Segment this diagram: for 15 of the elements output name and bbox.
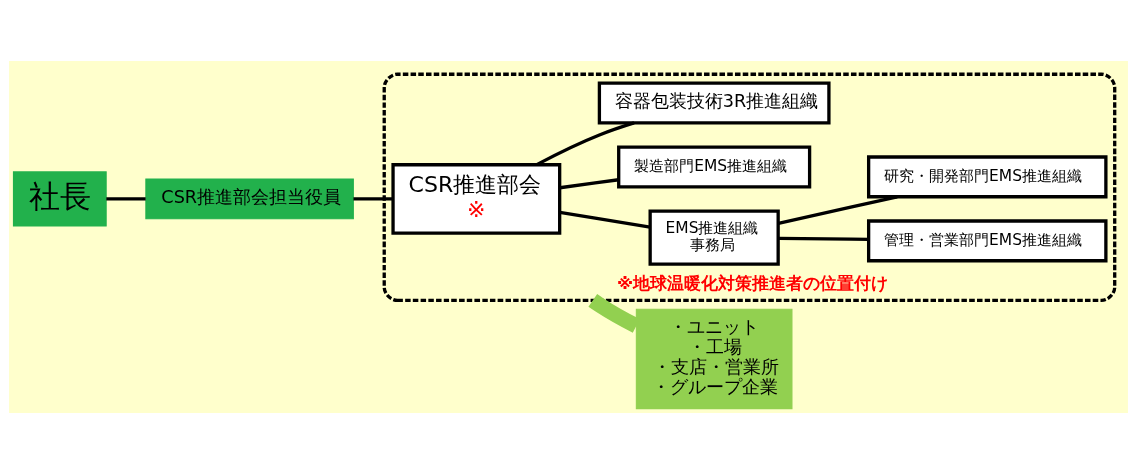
node-box: 管理・営業部門EMS推進組織 [867,219,1108,263]
node-box: 容器包装技術3R推進組織 [597,81,831,125]
node-box: 社長 [12,171,107,227]
node-box: CSR推進部会担当役員 [145,178,354,220]
connector [778,195,898,225]
node-box: EMS推進組織 事務局 [648,209,780,266]
connector [106,197,146,201]
connector [778,236,869,242]
node-box: ・ユニット ・工場 ・支店・営業所 ・グループ企業 [635,308,793,410]
node-box: CSR推進部会 ※ [391,163,562,235]
connector [559,178,619,190]
node-box: 製造部門EMS推進組織 [617,145,812,189]
connector [559,210,651,229]
connector [353,197,393,201]
node-box: 研究・開発部門EMS推進組織 [867,155,1108,199]
